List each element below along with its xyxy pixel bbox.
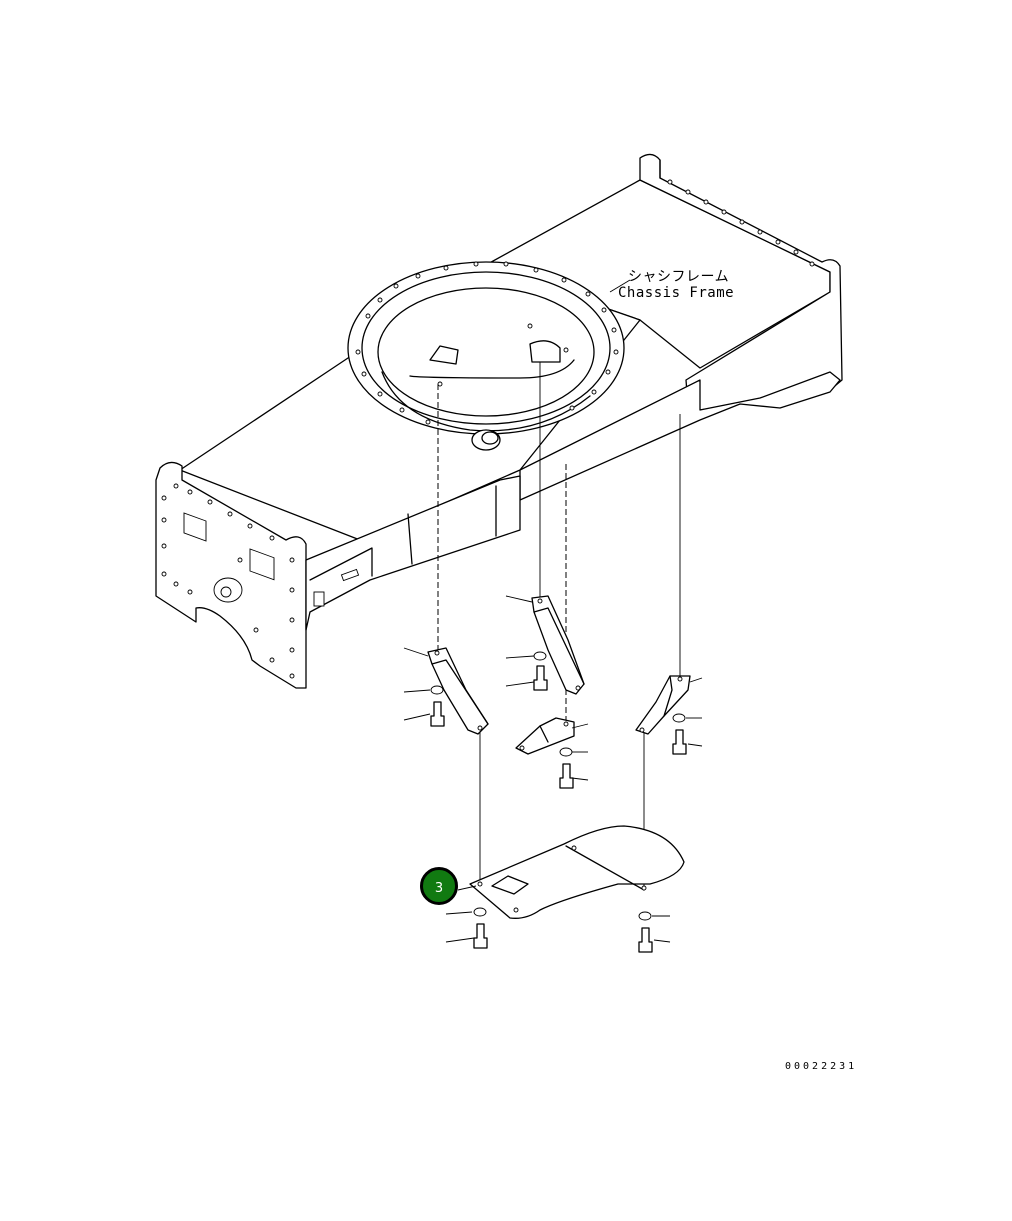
cover-plate xyxy=(469,825,685,919)
frame-label-english: Chassis Frame xyxy=(618,285,735,301)
end-plate-bolt-row xyxy=(667,179,829,379)
bolts xyxy=(430,665,687,953)
chassis-frame xyxy=(155,153,843,689)
washers xyxy=(430,651,686,921)
front-plate-holes xyxy=(161,483,295,679)
bracket-center-lower xyxy=(515,717,575,755)
bracket-right xyxy=(635,675,691,735)
drawing-number: 00022231 xyxy=(785,1061,858,1072)
bracket-center-upper xyxy=(531,595,585,695)
slewing-ring xyxy=(347,261,625,451)
part-callout-3[interactable]: 3 xyxy=(420,867,458,905)
leader-lines xyxy=(403,279,703,943)
frame-label-japanese: シャシフレーム xyxy=(628,269,730,285)
bracket-left xyxy=(427,647,489,735)
